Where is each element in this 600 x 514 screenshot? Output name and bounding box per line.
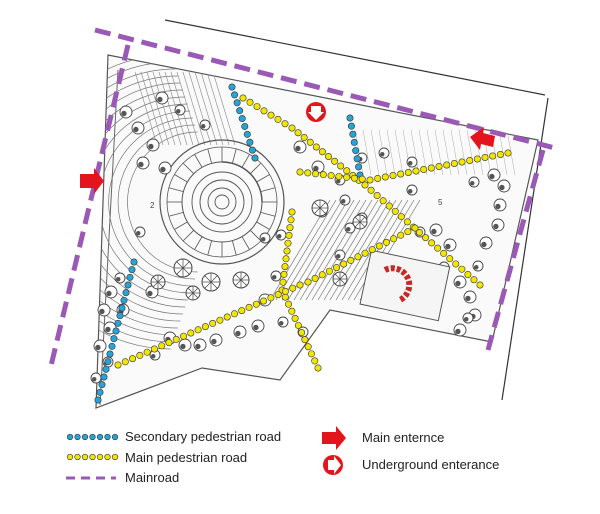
tree xyxy=(155,91,169,105)
tree xyxy=(406,184,418,196)
tree xyxy=(463,290,477,304)
ornamental-tree xyxy=(232,271,250,289)
site-boundary-lines xyxy=(164,19,549,401)
legend-dot xyxy=(96,433,104,441)
trees xyxy=(90,91,511,384)
ornamental-tree xyxy=(150,274,166,290)
tree xyxy=(339,194,351,206)
tree xyxy=(472,260,484,272)
tree xyxy=(259,232,271,244)
tree xyxy=(277,316,289,328)
main-path-southwest xyxy=(114,281,304,369)
tree xyxy=(479,236,493,250)
legend-dot xyxy=(111,453,119,461)
legend-main-label: Main pedestrian road xyxy=(125,450,247,465)
tree xyxy=(145,285,159,299)
tree xyxy=(93,339,107,353)
red-arrow-icon xyxy=(322,426,346,450)
legend-dot xyxy=(74,433,81,441)
tree xyxy=(199,119,211,131)
legend-main-path: Main pedestrian road xyxy=(66,450,247,465)
main-path-center xyxy=(278,208,322,372)
ornamental-tree xyxy=(201,272,221,292)
legend-dot xyxy=(96,453,104,461)
tree xyxy=(114,272,126,284)
tree xyxy=(334,249,346,261)
main-path-east xyxy=(296,149,512,184)
main-entrance-west xyxy=(80,168,104,194)
ornamental-tree xyxy=(332,271,348,287)
secondary-path-east xyxy=(346,114,364,179)
legend-dot xyxy=(81,433,89,441)
tree xyxy=(158,161,172,175)
legend-underground-label: Underground enterance xyxy=(362,457,499,472)
legend-dot xyxy=(104,433,111,441)
tree xyxy=(497,179,511,193)
legend-mainroad-label: Mainroad xyxy=(125,470,179,485)
tree xyxy=(493,198,507,212)
secondary-path-west xyxy=(94,258,138,404)
legend-dot xyxy=(111,433,119,441)
ornamental-tree xyxy=(173,258,193,278)
secondary-path-north xyxy=(228,83,259,162)
tree xyxy=(233,325,247,339)
tree xyxy=(275,229,287,241)
legend-mainroad: Mainroad xyxy=(66,470,179,485)
tree xyxy=(149,349,161,361)
tree xyxy=(193,338,207,352)
ornamental-tree xyxy=(185,285,201,301)
tree xyxy=(136,156,150,170)
main-entrance-east xyxy=(470,127,495,150)
tree xyxy=(131,121,145,135)
legend-dot xyxy=(81,453,89,461)
circular-plaza xyxy=(159,139,285,265)
legend-dot xyxy=(66,433,74,441)
mainroad-boundary xyxy=(47,27,556,371)
underground-ramp-structure xyxy=(359,249,451,322)
tree xyxy=(97,303,111,317)
red-circle-arrow-icon xyxy=(323,455,343,475)
main-path-cross xyxy=(304,224,419,286)
tree xyxy=(251,319,265,333)
ornamental-tree xyxy=(311,199,329,217)
legend-dot xyxy=(66,453,74,461)
legend-secondary-label: Secondary pedestrian road xyxy=(125,429,281,444)
ornamental-tree xyxy=(352,214,368,230)
plot-number: 5 xyxy=(438,198,443,207)
legend-underground-entrance: Underground enterance xyxy=(323,455,499,475)
tree xyxy=(487,168,501,182)
legend: Secondary pedestrian road Main pedestria… xyxy=(66,426,499,485)
tree xyxy=(209,333,223,347)
pedestrian-paths xyxy=(94,83,512,404)
tree xyxy=(90,372,102,384)
tree xyxy=(119,105,133,119)
tree xyxy=(378,147,390,159)
legend-dot xyxy=(74,453,81,461)
tree xyxy=(293,140,307,154)
underground-entrance-marker xyxy=(306,102,326,122)
tree xyxy=(146,138,160,152)
tree xyxy=(453,323,467,337)
legend-main-entrance: Main enternce xyxy=(322,426,444,450)
tree xyxy=(429,223,443,237)
legend-dot xyxy=(89,453,96,461)
tree xyxy=(453,275,467,289)
tree xyxy=(406,156,418,168)
tree xyxy=(104,285,118,299)
plot-number: 2 xyxy=(150,201,155,210)
tree xyxy=(462,312,474,324)
legend-secondary-path: Secondary pedestrian road xyxy=(66,429,281,444)
tree xyxy=(491,218,505,232)
legend-dot xyxy=(104,453,111,461)
tree xyxy=(468,176,480,188)
legend-dot xyxy=(89,433,96,441)
tree xyxy=(344,222,356,234)
tree xyxy=(443,238,457,252)
tree xyxy=(134,226,146,238)
tree xyxy=(174,104,186,116)
tree xyxy=(270,270,282,282)
tree xyxy=(178,338,192,352)
legend-main-entrance-label: Main enternce xyxy=(362,430,444,445)
